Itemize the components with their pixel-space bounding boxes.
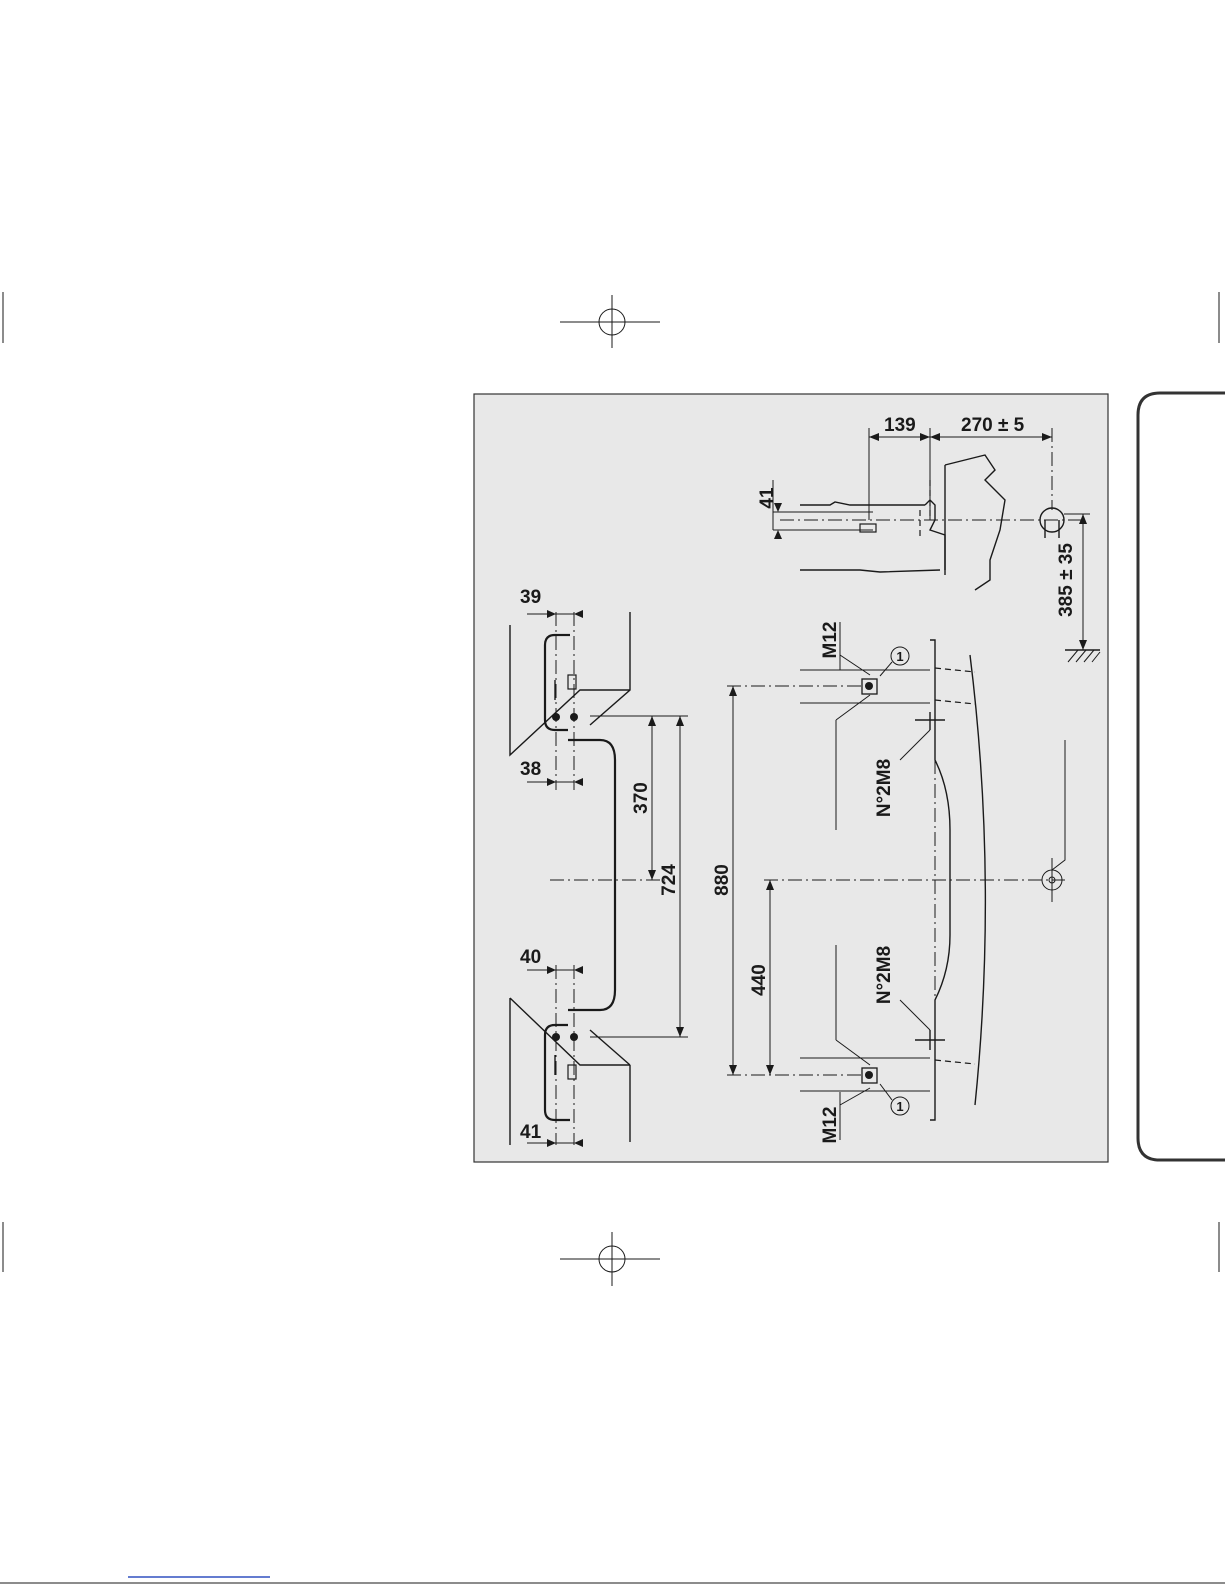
dim-41-top: 41 [757,487,778,509]
dim-139: 139 [884,415,916,436]
dim-385: 385 ± 35 [1056,543,1077,617]
label-n2m8-bottom: N°2M8 [874,946,895,1004]
section-tab [1138,393,1225,1160]
dim-880: 880 [712,864,733,896]
dim-370: 370 [631,782,652,814]
callout-1-top-label: 1 [896,649,903,664]
registration-mark-bottom-icon [560,1232,660,1286]
dim-724: 724 [659,864,680,896]
label-n2m8-top: N°2M8 [874,759,895,817]
dim-270: 270 ± 5 [961,415,1025,436]
dim-38: 38 [520,759,541,780]
dim-41-bottom: 41 [520,1122,542,1143]
label-m12-top: M12 [820,622,841,659]
diagram-panel [474,394,1108,1162]
registration-mark-top-icon [560,295,660,348]
dim-40: 40 [520,947,541,968]
label-m12-bottom: M12 [820,1107,841,1144]
dim-39: 39 [520,587,541,608]
callout-1-bottom-label: 1 [896,1099,903,1114]
dim-440: 440 [749,964,770,996]
